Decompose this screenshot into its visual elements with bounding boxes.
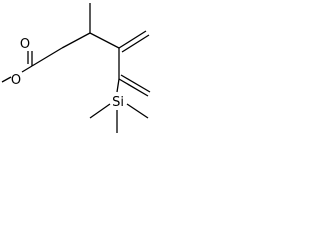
bond-ch2-ch — [61, 32, 91, 49]
bond-vinyl-methylene-2 — [120, 74, 151, 93]
bond-methyl-ester-oxygen — [1, 76, 12, 83]
atom-label-carbonyl-oxygen: O — [20, 37, 30, 52]
bond-carbonyl-ch2 — [31, 47, 63, 67]
bond-terminal-methylene-1 — [118, 30, 147, 49]
bonds — [1, 3, 151, 133]
bond-ester-oxygen-carbonyl — [21, 65, 33, 73]
bond-silicon-methyl-left — [89, 103, 111, 119]
atom-label-ester-oxygen: O — [11, 73, 21, 88]
bond-vinyl-methylene-1 — [118, 78, 149, 97]
bond-terminal-methylene-2 — [121, 34, 150, 53]
atom-label-silicon: Si — [112, 95, 124, 110]
atom-labels: O O Si — [11, 37, 124, 110]
bond-ch-alkene-carbon — [89, 32, 120, 49]
molecule-structure: O O Si — [1, 3, 151, 133]
bond-silicon-methyl-right — [126, 103, 149, 119]
bond-vinyl-silicon — [116, 78, 120, 93]
